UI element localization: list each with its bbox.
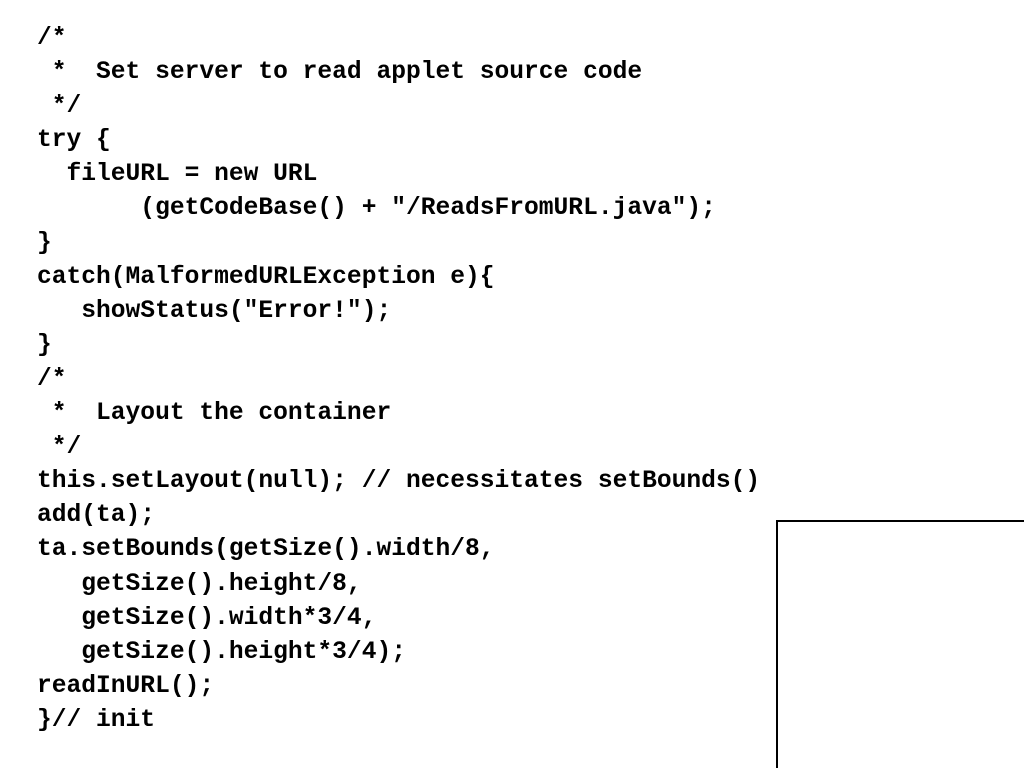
code-line-fileurl: fileURL = new URL <box>37 161 318 189</box>
code-line-comment-server: * Set server to read applet source code <box>37 59 643 87</box>
code-line-setlayout: this.setLayout(null); // necessitates se… <box>37 468 761 496</box>
code-block: /* * Set server to read applet source co… <box>37 22 760 738</box>
code-line-setbounds: ta.setBounds(getSize().width/8, <box>37 536 495 564</box>
code-line-comment2-close: */ <box>37 434 82 462</box>
code-line-comment-open: /* <box>37 25 67 52</box>
code-line-readinurl: readInURL(); <box>37 672 215 700</box>
code-line-try: try { <box>37 127 111 155</box>
code-line-showstatus: showStatus("Error!"); <box>37 297 392 325</box>
code-line-try-close: } <box>37 229 52 257</box>
code-line-height-div: getSize().height/8, <box>37 570 362 598</box>
code-line-catch-close: } <box>37 331 52 359</box>
code-line-catch: catch(MalformedURLException e){ <box>37 263 495 291</box>
code-line-width-mul: getSize().width*3/4, <box>37 604 377 632</box>
code-line-add: add(ta); <box>37 502 156 530</box>
code-line-comment2-open: /* <box>37 365 67 393</box>
code-line-comment-close: */ <box>37 93 82 121</box>
empty-frame-box <box>776 520 1024 768</box>
code-line-comment-layout: * Layout the container <box>37 400 392 428</box>
code-line-init-close: }// init <box>37 706 156 734</box>
code-line-height-mul: getSize().height*3/4); <box>37 638 406 666</box>
code-line-getcodebase: (getCodeBase() + "/ReadsFromURL.java"); <box>37 195 716 223</box>
